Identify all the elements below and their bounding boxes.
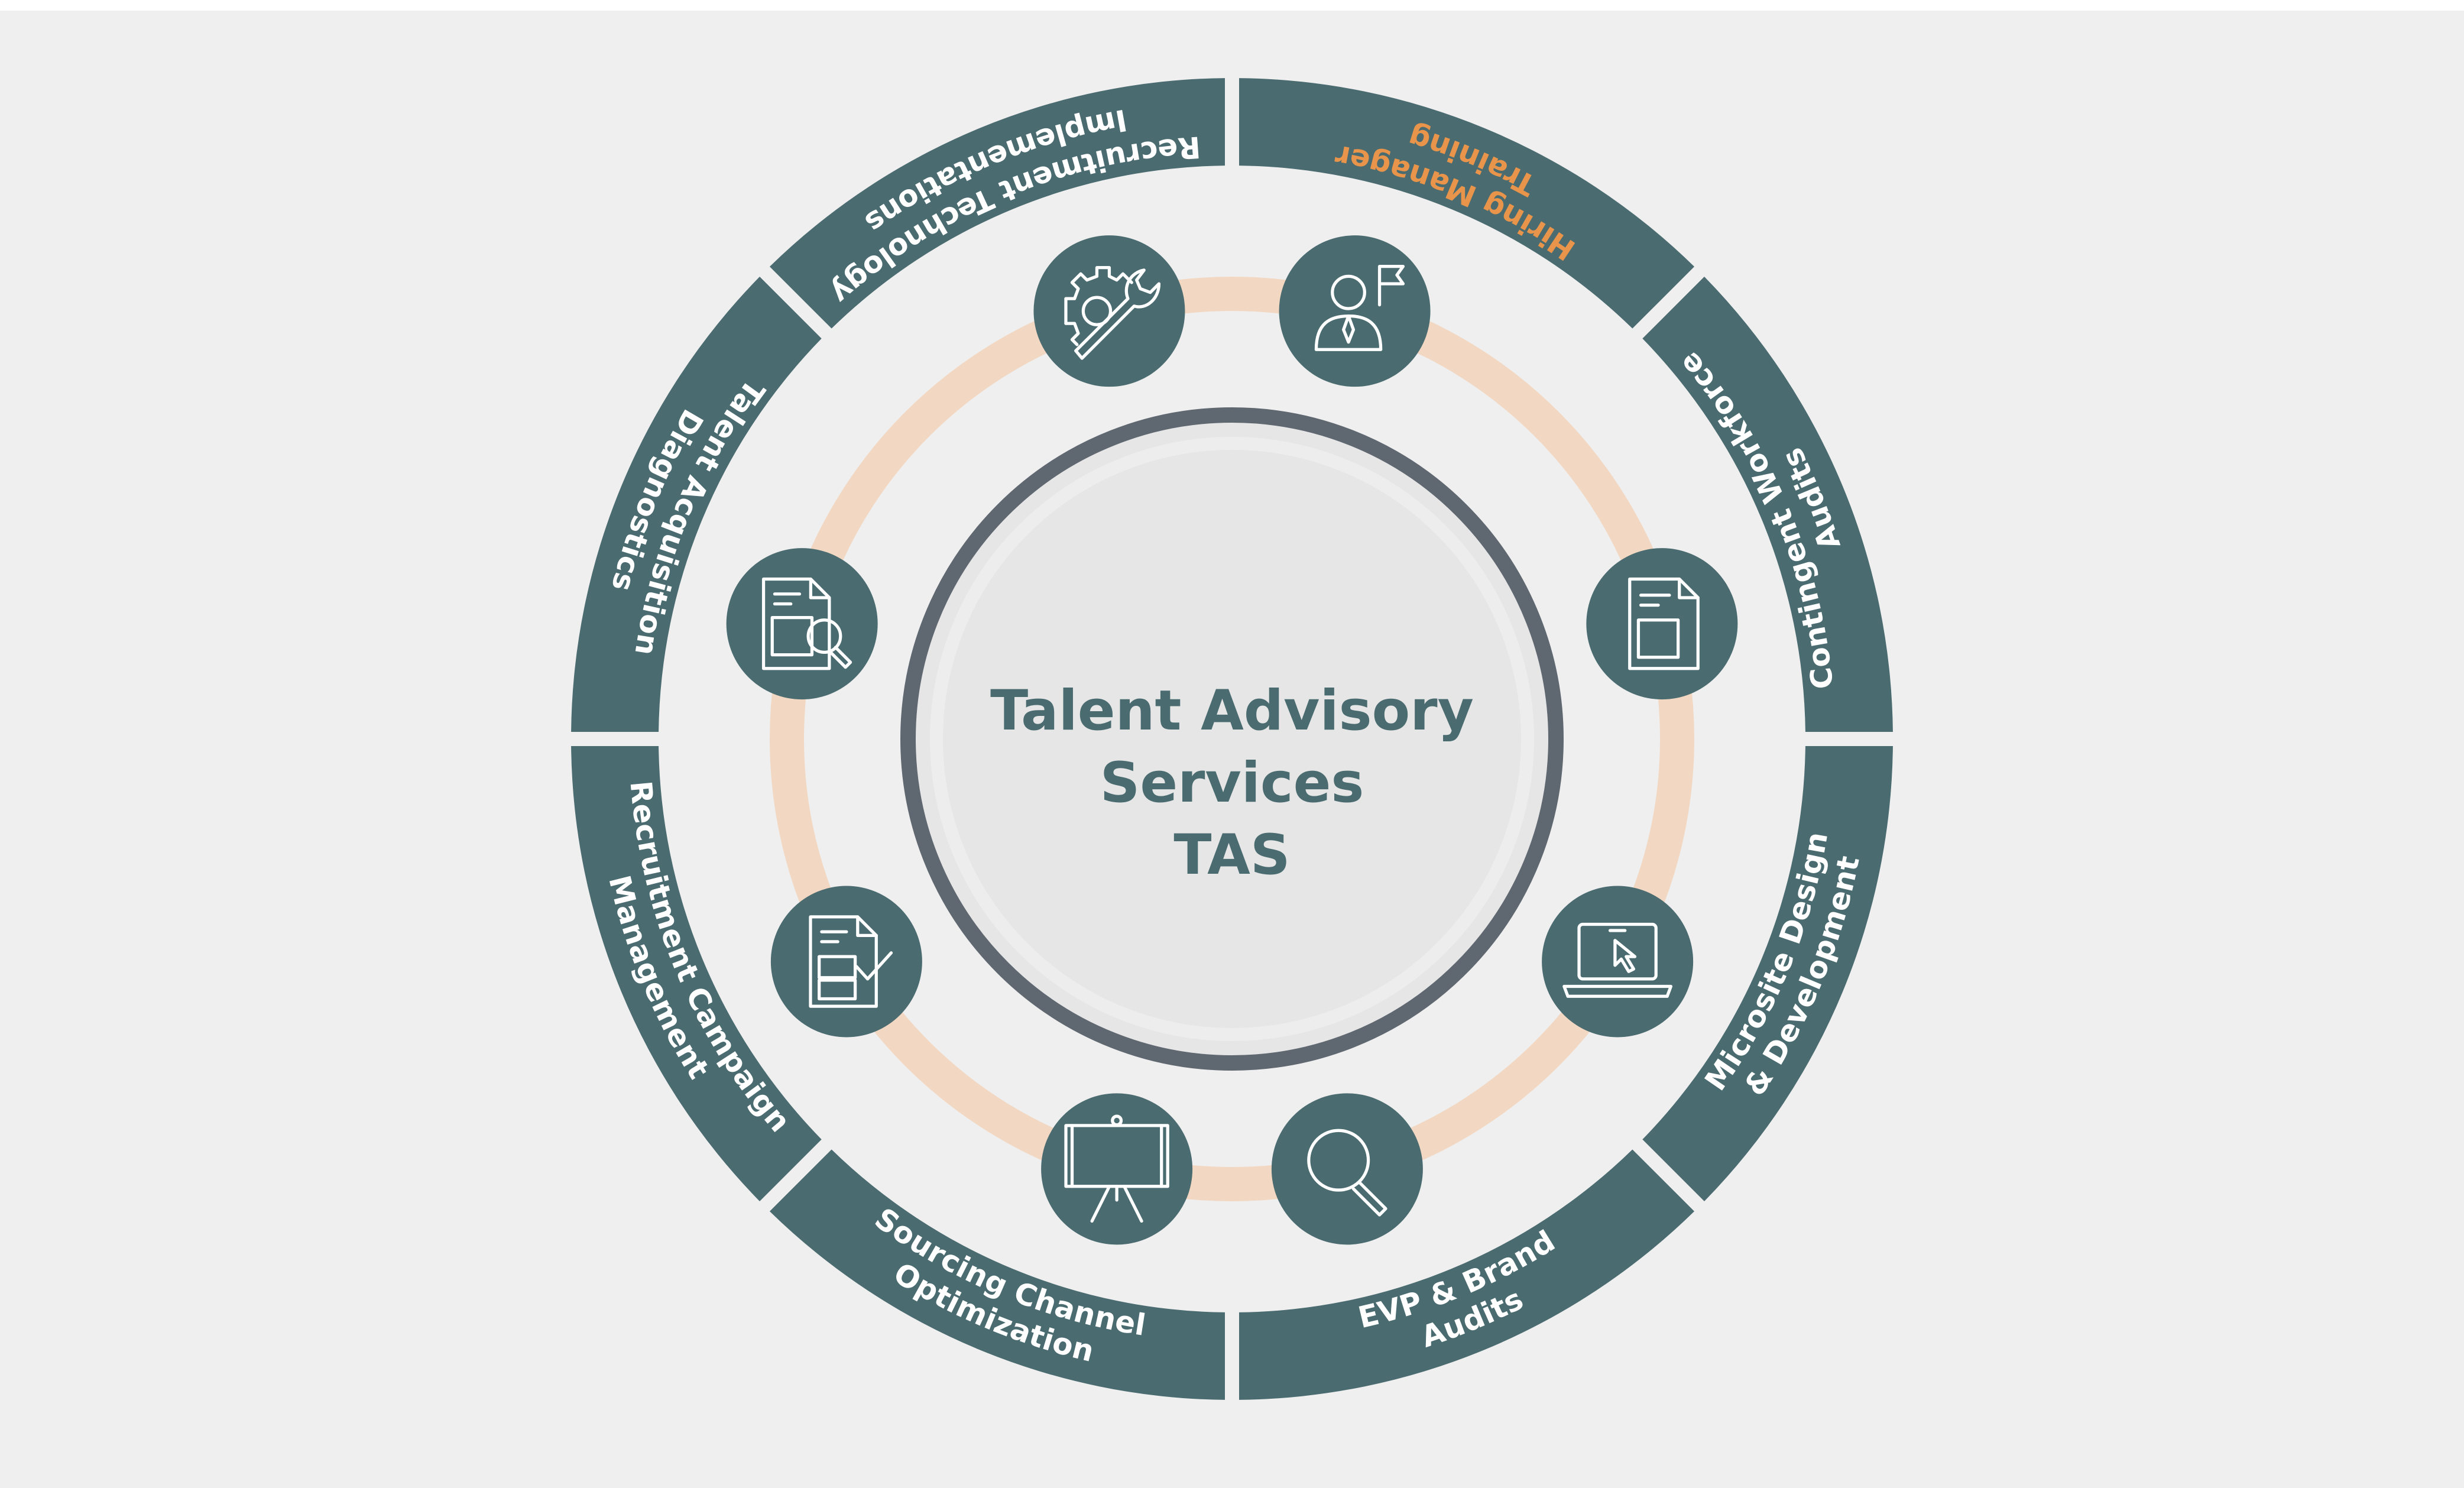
center-title-line-2: Services	[1100, 751, 1364, 815]
segment-recruitment-technology-implementations	[769, 78, 1225, 329]
presentation-board-icon	[1041, 1093, 1193, 1245]
segment-recruitment-campaign-management	[571, 745, 822, 1202]
document-icon	[1586, 548, 1738, 700]
laptop-cursor-icon	[1542, 886, 1694, 1038]
center-title-line-1: Talent Advisory	[990, 679, 1474, 743]
manager-flag-icon	[1279, 235, 1431, 387]
center-ring	[900, 407, 1564, 1071]
document-check-icon	[770, 886, 922, 1038]
segment-microsite-design-development	[1642, 745, 1893, 1202]
center-inner-highlight	[930, 437, 1534, 1041]
orbit-ring	[770, 277, 1694, 1201]
segment-talent-acquisition-diagnostics	[571, 276, 822, 732]
segment-evp-brand-audits	[1239, 1149, 1695, 1400]
center-title-line-3: TAS	[1173, 823, 1290, 887]
segment-contingent-workforce-audits	[1642, 276, 1893, 732]
magnifier-icon	[1271, 1093, 1423, 1245]
segment-hiring-manager-training	[1239, 78, 1695, 329]
segment-sourcing-channel-optimization	[769, 1149, 1225, 1400]
document-search-icon	[726, 548, 878, 700]
gear-wrench-icon	[1033, 235, 1185, 387]
center-hub: Talent Advisory Services TAS	[900, 407, 1564, 1071]
service-icons	[726, 235, 1738, 1245]
